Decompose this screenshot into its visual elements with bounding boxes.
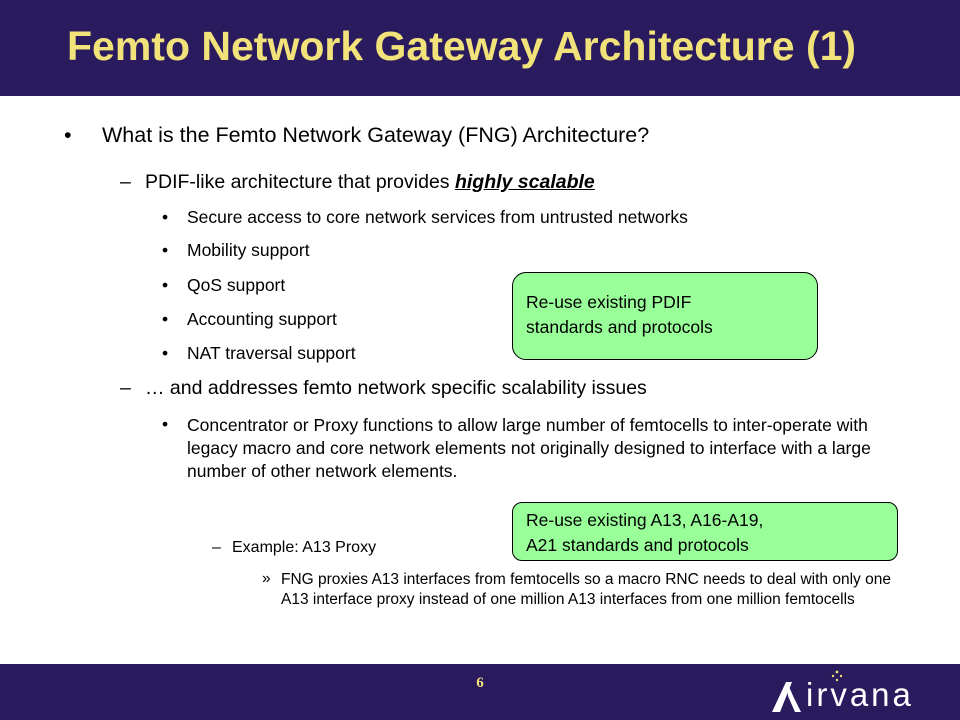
bullet-dot-icon: • <box>162 275 169 295</box>
callout-pdif: Re-use existing PDIF standards and proto… <box>512 272 818 360</box>
bullet-text: FNG proxies A13 interfaces from femtocel… <box>281 571 891 608</box>
bullet-text: Secure access to core network services f… <box>187 207 688 227</box>
bullet-text: … and addresses femto network specific s… <box>145 377 647 399</box>
bullet-dot-icon: • <box>64 123 72 147</box>
bullet-text-prefix: PDIF-like architecture that provides <box>145 171 455 193</box>
bullet-dot-icon: • <box>162 343 169 363</box>
dash-marker: – <box>120 377 131 399</box>
bullet-level3-wrapped: Concentrator or Proxy functions to allow… <box>187 415 871 481</box>
bullet-text: QoS support <box>187 275 286 295</box>
slide-title: Femto Network Gateway Architecture (1) <box>67 23 857 69</box>
header-bar: Femto Network Gateway Architecture (1) <box>0 0 960 96</box>
callout-line: standards and protocols <box>526 317 713 337</box>
bullet-text: NAT traversal support <box>187 343 356 363</box>
bullet-text: Mobility support <box>187 240 310 260</box>
airvana-logo-icon: irvana <box>770 670 956 720</box>
bullet-text: Accounting support <box>187 309 337 329</box>
callout-line: A21 standards and protocols <box>526 535 749 555</box>
bullet-text: What is the Femto Network Gateway (FNG) … <box>102 123 650 147</box>
bullet-text: Example: A13 Proxy <box>232 539 377 556</box>
raquo-marker: » <box>262 570 271 587</box>
bullet-dot-icon: • <box>162 414 169 434</box>
logo-a-mark-icon <box>772 682 801 712</box>
dash-marker: – <box>120 171 131 193</box>
emphasis-text: highly scalable <box>454 171 595 193</box>
bullet-dot-icon: • <box>162 309 169 329</box>
bullet-dot-icon: • <box>162 240 169 260</box>
callout-line: Re-use existing A13, A16-A19, <box>526 510 764 530</box>
callout-a13: Re-use existing A13, A16-A19, A21 standa… <box>512 502 898 561</box>
bullet-text: PDIF-like architecture that provides hig… <box>145 171 595 194</box>
bullet-dot-icon: • <box>162 207 169 227</box>
callout-line: Re-use existing PDIF <box>526 292 692 312</box>
logo-dots-icon <box>831 670 843 682</box>
logo-wordmark: irvana <box>806 676 914 713</box>
dash-marker: – <box>212 539 221 556</box>
page-number: 6 <box>476 675 484 691</box>
